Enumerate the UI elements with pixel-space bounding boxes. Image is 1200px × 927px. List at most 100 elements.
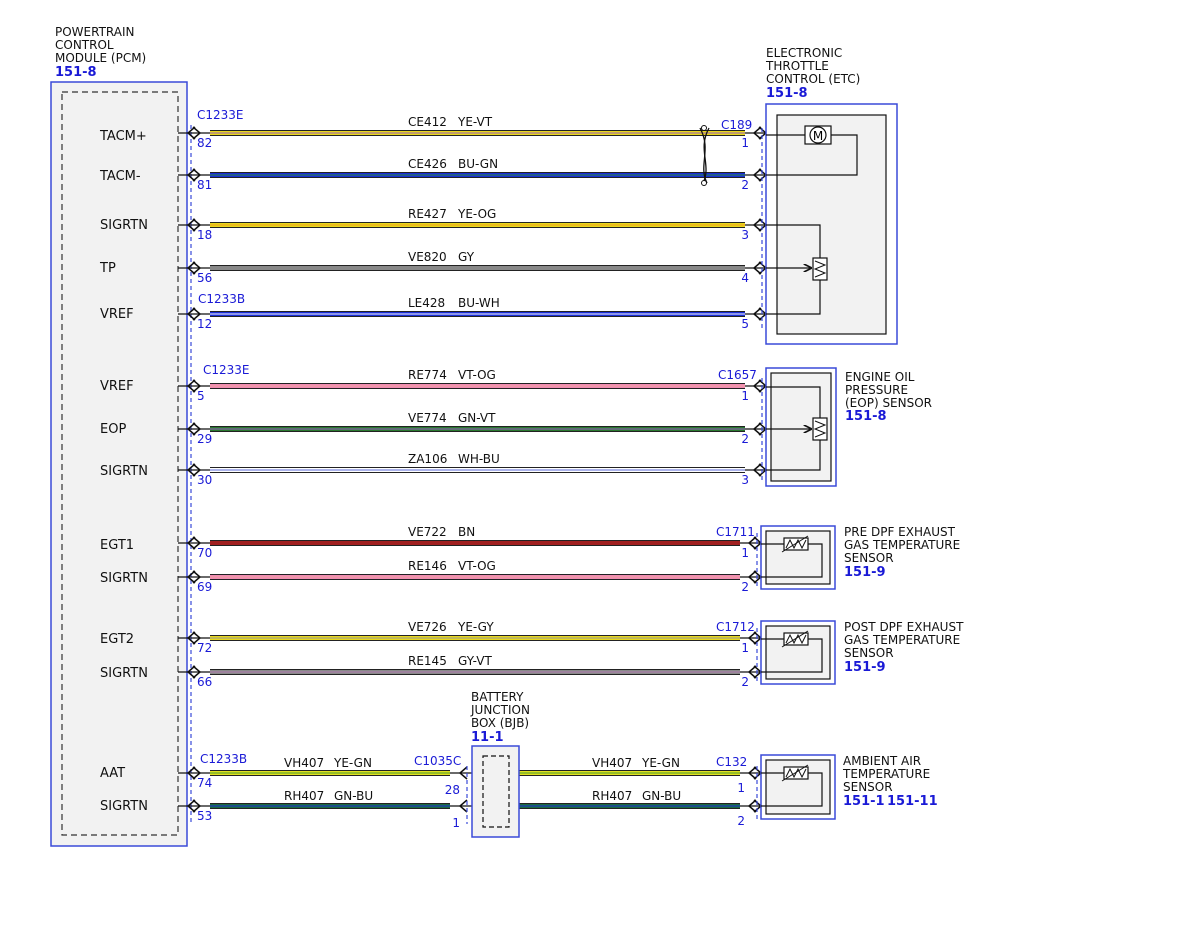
pin-arrow-icon xyxy=(752,261,762,275)
pin-arrow-icon xyxy=(186,570,196,584)
pcm-signal-sigrtn: SIGRTN xyxy=(100,218,148,233)
pre-dpf-ref-link[interactable]: 151-9 xyxy=(844,565,886,580)
wire-color-code: GN-BU xyxy=(642,789,681,803)
pin-arrow-icon xyxy=(747,631,757,645)
pin-arrow-icon xyxy=(192,570,202,584)
battery-junction-box[interactable]: BATTERY JUNCTION BOX (BJB) 11-1 C1035C xyxy=(414,690,530,838)
aat-ref-link-1[interactable]: 151-1 xyxy=(843,794,885,809)
device-pin-1: 1 xyxy=(737,781,745,795)
eop-sensor[interactable]: ENGINE OIL PRESSURE (EOP) SENSOR 151-8 C… xyxy=(718,367,932,487)
pin-arrow-icon xyxy=(186,536,196,550)
pin-arrow-icon xyxy=(186,126,196,140)
wire-color-code: YE-VT xyxy=(457,115,493,129)
pcm-pin-81: 81 xyxy=(197,178,212,192)
device-pin-2: 2 xyxy=(741,432,749,446)
wire-color-code: BN xyxy=(458,525,475,539)
circuit-id: RE145 xyxy=(408,654,447,668)
pcm-signal-sigrtn: SIGRTN xyxy=(100,464,148,479)
etc-ref-link[interactable]: 151-8 xyxy=(766,86,808,101)
connector-c1657[interactable]: C1657 xyxy=(718,368,757,382)
device-pin-4: 4 xyxy=(741,271,749,285)
device-pin-1: 1 xyxy=(741,641,749,655)
pin-arrow-icon xyxy=(192,261,202,275)
pcm-signal-sigrtn: SIGRTN xyxy=(100,571,148,586)
circuit-id: VE722 xyxy=(408,525,447,539)
device-pin-5: 5 xyxy=(741,317,749,331)
connector-c1035c[interactable]: C1035C xyxy=(414,754,461,768)
connector-c1712[interactable]: C1712 xyxy=(716,620,755,634)
eop-ref-link[interactable]: 151-8 xyxy=(845,409,887,424)
bjb-pin-1: 1 xyxy=(452,816,460,830)
post-dpf-egt-sensor[interactable]: POST DPF EXHAUST GAS TEMPERATURE SENSOR … xyxy=(716,620,964,685)
pin-arrow-icon xyxy=(186,766,196,780)
circuit-id: RE774 xyxy=(408,368,447,382)
eop-title-line-1: ENGINE OIL xyxy=(845,370,915,384)
device-pin-2: 2 xyxy=(741,580,749,594)
twisted-pair-icon xyxy=(699,125,710,186)
pcm-title-line-3: MODULE (PCM) xyxy=(55,51,146,65)
pin-arrow-icon xyxy=(458,799,468,813)
pin-arrow-icon xyxy=(192,766,202,780)
wire-color-code: GN-VT xyxy=(458,411,496,425)
pcm-signal-vref: VREF xyxy=(100,307,134,322)
etc-title-line-3: CONTROL (ETC) xyxy=(766,72,860,86)
circuit-id: CE412 xyxy=(408,115,447,129)
connector-c1711[interactable]: C1711 xyxy=(716,525,755,539)
pin-arrow-icon xyxy=(186,463,196,477)
pcm-pin-82: 82 xyxy=(197,136,212,150)
pin-arrow-icon xyxy=(186,307,196,321)
pre-dpf-title-line-2: GAS TEMPERATURE xyxy=(844,538,960,552)
pin-arrow-icon xyxy=(186,379,196,393)
connector-c1233e[interactable]: C1233E xyxy=(203,363,250,377)
circuit-id: RE146 xyxy=(408,559,447,573)
connector-c1233e[interactable]: C1233E xyxy=(197,108,244,122)
pin-arrow-icon xyxy=(192,126,202,140)
pin-arrow-icon xyxy=(752,463,762,477)
pin-arrow-icon xyxy=(186,261,196,275)
pin-arrow-icon xyxy=(192,536,202,550)
device-pin-1: 1 xyxy=(741,546,749,560)
device-pin-2: 2 xyxy=(741,178,749,192)
connector-c132[interactable]: C132 xyxy=(716,755,747,769)
pin-arrow-icon xyxy=(192,463,202,477)
pcm-signal-tacm-minus: TACM- xyxy=(99,169,141,184)
circuit-id: CE426 xyxy=(408,157,447,171)
pin-arrow-icon xyxy=(186,218,196,232)
pcm-signal-eop: EOP xyxy=(100,422,126,437)
connector-c1233b[interactable]: C1233B xyxy=(200,752,247,766)
pin-arrow-icon xyxy=(752,379,762,393)
ambient-air-temp-sensor[interactable]: AMBIENT AIR TEMPERATURE SENSOR 151-1 151… xyxy=(716,754,938,820)
eop-title-line-2: PRESSURE xyxy=(845,383,908,397)
etc-device[interactable]: ELECTRONIC THROTTLE CONTROL (ETC) 151-8 … xyxy=(721,46,898,345)
post-dpf-ref-link[interactable]: 151-9 xyxy=(844,660,886,675)
bjb-ref-link[interactable]: 11-1 xyxy=(471,730,504,745)
circuit-id: VH407 xyxy=(592,756,632,770)
pcm-pin-70: 70 xyxy=(197,546,212,560)
connector-c1233b[interactable]: C1233B xyxy=(198,292,245,306)
pcm-pin-18: 18 xyxy=(197,228,212,242)
pcm-signal-sigrtn: SIGRTN xyxy=(100,666,148,681)
circuit-id: VH407 xyxy=(284,756,324,770)
pcm-module[interactable]: POWERTRAIN CONTROL MODULE (PCM) 151-8 TA… xyxy=(50,25,188,847)
pcm-pin-29: 29 xyxy=(197,432,212,446)
circuit-id: VE726 xyxy=(408,620,447,634)
pcm-signal-egt1: EGT1 xyxy=(100,538,134,553)
pcm-pin-72: 72 xyxy=(197,641,212,655)
pcm-title-line-2: CONTROL xyxy=(55,38,114,52)
bjb-title-line-3: BOX (BJB) xyxy=(471,716,529,730)
aat-ref-link-2[interactable]: 151-11 xyxy=(887,794,938,809)
pcm-ref-link[interactable]: 151-8 xyxy=(55,65,97,80)
bjb-pin-28: 28 xyxy=(445,783,460,797)
device-pin-1: 1 xyxy=(741,136,749,150)
pin-arrow-icon xyxy=(747,536,757,550)
circuit-id: RH407 xyxy=(284,789,324,803)
pcm-pin-66: 66 xyxy=(197,675,212,689)
pre-dpf-egt-sensor[interactable]: PRE DPF EXHAUST GAS TEMPERATURE SENSOR 1… xyxy=(716,525,960,590)
connector-c189[interactable]: C189 xyxy=(721,118,752,132)
pcm-pin-12: 12 xyxy=(197,317,212,331)
circuit-id: RH407 xyxy=(592,789,632,803)
pre-dpf-title-line-3: SENSOR xyxy=(844,551,894,565)
aat-title-line-1: AMBIENT AIR xyxy=(843,754,921,768)
